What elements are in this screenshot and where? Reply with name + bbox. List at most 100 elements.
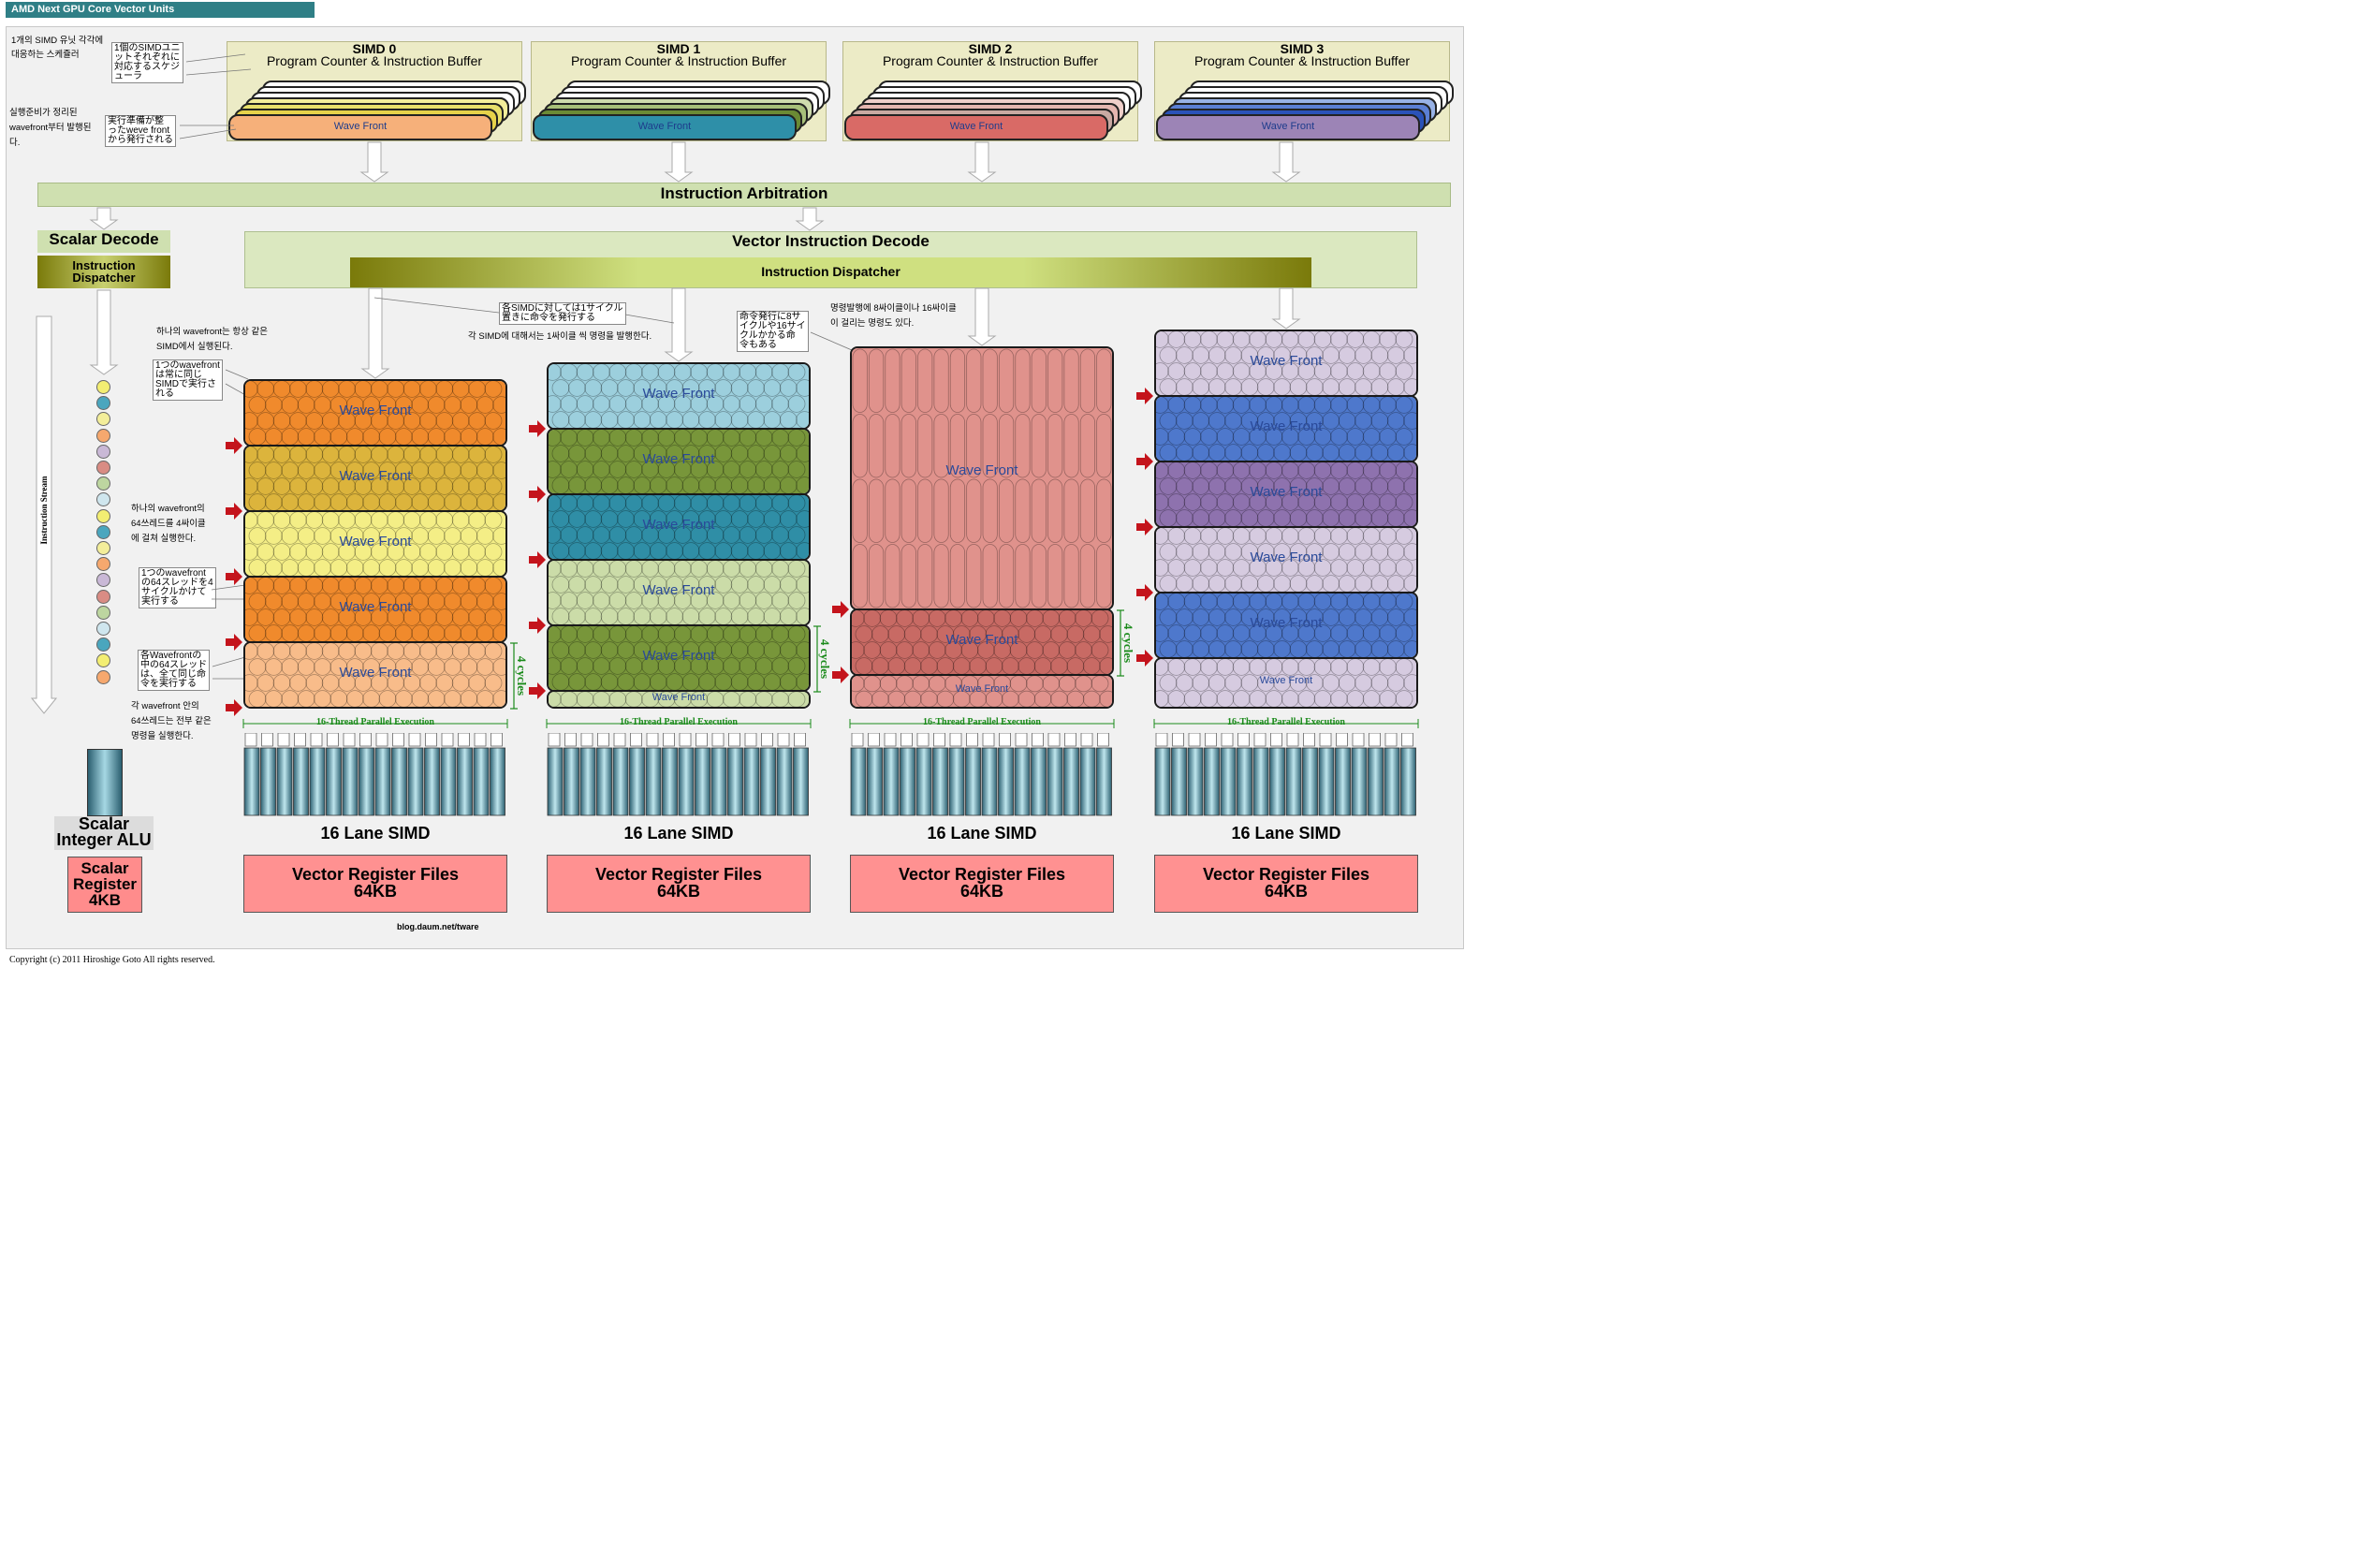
- four-cycles-label: 4 cycles: [515, 656, 529, 696]
- thread-pattern: [549, 561, 809, 624]
- note-kr-64threads: 하나의 wavefront의 64쓰레드를 4싸이클 에 걸쳐 실행한다.: [131, 504, 206, 544]
- note-kr-ready: 실행준비가 정리된 wavefront부터 발행된 다.: [9, 108, 92, 148]
- instruction-dot: [96, 380, 110, 394]
- lane-simd-label-0: 16 Lane SIMD: [320, 824, 431, 843]
- note-jp-64threads: 1つのwavefront の64スレッドを4 サイクルかけて 実行する: [139, 567, 216, 608]
- issue-arrow: [832, 667, 849, 683]
- four-cycles-label: 4 cycles: [1121, 623, 1135, 663]
- thread-pattern: [549, 626, 809, 690]
- wavefront-front-layer: Wave Front: [228, 114, 492, 140]
- parallel-exec-0: 16-Thread Parallel Execution: [316, 717, 434, 727]
- note-leader: [211, 584, 246, 591]
- wavefront-block: Wave Front: [547, 493, 811, 561]
- instruction-dot: [96, 476, 110, 491]
- wavefront-label: Wave Front: [955, 683, 1009, 696]
- instruction-dot: [96, 508, 110, 523]
- note-jp-scheduler: 1個のSIMDユニ ットそれぞれに 対応するスケジ ューラ: [111, 42, 183, 83]
- note-leader: [179, 128, 237, 139]
- instruction-arbitration: Instruction Arbitration: [37, 183, 1451, 207]
- thread-pattern: [1156, 397, 1416, 461]
- note-leader: [624, 314, 675, 324]
- thread-pattern: [245, 578, 505, 641]
- wavefront-block: Wave Front: [1154, 461, 1418, 528]
- wavefront-label: Wave Front: [1250, 352, 1323, 369]
- wavefront-label: Wave Front: [642, 450, 715, 467]
- vector-instruction-dispatcher: Instruction Dispatcher: [350, 257, 1311, 287]
- issue-arrow: [1136, 519, 1153, 535]
- wavefront-label: Wave Front: [339, 467, 412, 484]
- thread-pattern: [549, 495, 809, 559]
- instruction-dot: [96, 605, 110, 620]
- scalar-instruction-dispatcher: Instruction Dispatcher: [37, 256, 170, 288]
- instruction-dot: [96, 622, 110, 636]
- instruction-dot: [96, 589, 110, 604]
- thread-pattern: [1156, 462, 1416, 526]
- instruction-dot: [96, 396, 110, 411]
- wavefront-label: Wave Front: [642, 581, 715, 598]
- page-title: AMD Next GPU Core Vector Units: [6, 2, 315, 18]
- wavefront-label: Wave Front: [1250, 549, 1323, 565]
- thread-pattern: [245, 643, 505, 707]
- note-kr-same-instr: 각 wavefront 안의 64쓰레드는 전부 같은 명령을 실행한다.: [131, 701, 212, 741]
- parallel-exec-1: 16-Thread Parallel Execution: [620, 717, 738, 727]
- simd-2-title: SIMD 2: [968, 41, 1013, 56]
- issue-arrow: [529, 420, 546, 437]
- lane-array: [547, 733, 809, 816]
- instruction-dot: [96, 461, 110, 475]
- thread-pattern: [1156, 659, 1416, 707]
- note-jp-1cycle: 各SIMDに対しては1サイクル 置きに命令を発行する: [499, 302, 626, 325]
- down-arrow: [359, 141, 389, 183]
- down-arrow: [664, 287, 694, 362]
- wavefront-block: Wave Front: [1154, 330, 1418, 397]
- issue-arrow: [1136, 453, 1153, 470]
- instruction-dot: [96, 412, 110, 427]
- vector-register-files-2: Vector Register Files 64KB: [850, 855, 1114, 913]
- note-kr-same-simd: 하나의 wavefront는 항상 같은 SIMD에서 실행된다.: [156, 327, 269, 352]
- lane-array: [850, 733, 1112, 816]
- note-leader: [810, 331, 853, 351]
- wavefront-block: Wave Front: [850, 674, 1114, 709]
- down-arrow: [89, 207, 119, 230]
- vector-decode-label: Vector Instruction Decode: [732, 232, 930, 250]
- thread-pattern: [1156, 593, 1416, 657]
- instruction-dot: [96, 573, 110, 588]
- wavefront-block: Wave Front: [243, 379, 507, 447]
- issue-arrow: [1136, 650, 1153, 667]
- wavefront-label: Wave Front: [339, 533, 412, 550]
- instruction-dot: [96, 653, 110, 668]
- note-leader: [185, 68, 252, 76]
- instruction-dot: [96, 492, 110, 507]
- note-jp-8cycle: 命令発行に8サ イクルや16サイ クルかかる命 令もある: [737, 311, 809, 352]
- vector-register-files-0: Vector Register Files 64KB: [243, 855, 507, 913]
- wavefront-front-layer: Wave Front: [533, 114, 797, 140]
- lane-simd-label-1: 16 Lane SIMD: [623, 824, 734, 843]
- wavefront-label: Wave Front: [339, 598, 412, 615]
- wavefront-block: Wave Front: [243, 641, 507, 709]
- instruction-dot: [96, 541, 110, 555]
- instruction-dot: [96, 557, 110, 572]
- thread-pattern: [852, 348, 1112, 608]
- wavefront-block: Wave Front: [1154, 526, 1418, 593]
- issue-arrow: [226, 634, 242, 651]
- down-arrow: [1271, 287, 1301, 330]
- note-kr-8cycle: 명령발행에 8싸이클이나 16싸이클 이 걸리는 명령도 있다.: [830, 303, 957, 329]
- thread-pattern: [549, 364, 809, 428]
- issue-arrow: [832, 601, 849, 618]
- wavefront-block: Wave Front: [243, 576, 507, 643]
- simd-3-subtitle: Program Counter & Instruction Buffer: [1193, 53, 1411, 68]
- down-arrow: [360, 287, 390, 379]
- note-leader: [212, 656, 246, 667]
- wavefront-block: Wave Front: [1154, 657, 1418, 709]
- down-arrow: [967, 141, 997, 183]
- instruction-dot: [96, 444, 110, 459]
- wavefront-label: Wave Front: [945, 462, 1018, 478]
- wavefront-label: Wave Front: [945, 631, 1018, 648]
- down-arrow: [1271, 141, 1301, 183]
- issue-arrow: [1136, 388, 1153, 404]
- issue-arrow: [226, 503, 242, 520]
- thread-pattern: [852, 676, 1112, 707]
- wavefront-label: Wave Front: [642, 647, 715, 664]
- simd-3-title: SIMD 3: [1280, 41, 1325, 56]
- thread-pattern: [852, 610, 1112, 674]
- down-arrow: [89, 289, 119, 375]
